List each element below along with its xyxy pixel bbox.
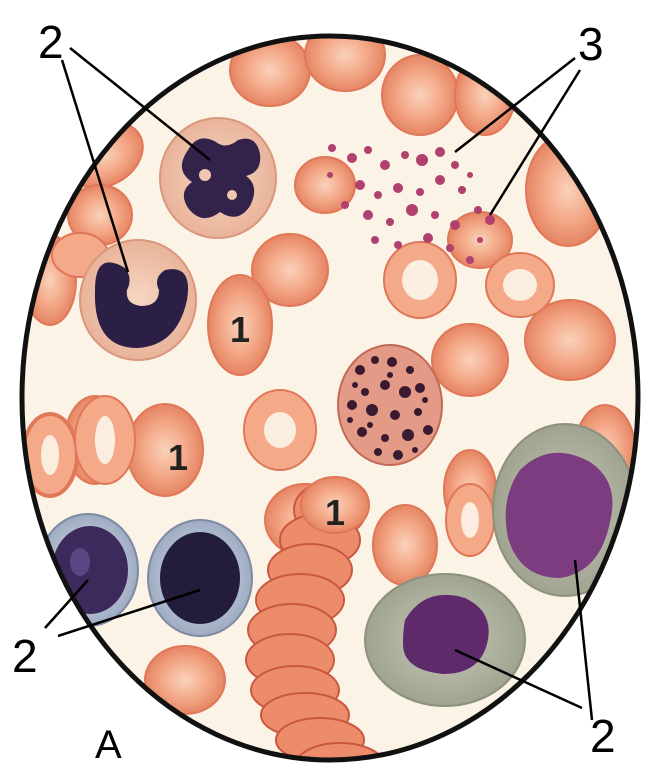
- lymphocyte-left: [38, 514, 138, 626]
- monocyte-upper: [493, 424, 637, 596]
- neutrophil-band: [80, 240, 196, 360]
- label-2-bottom-right: 2: [590, 710, 616, 762]
- label-2-bottom-left: 2: [12, 630, 38, 682]
- label-1-erythrocyte-a: 1: [230, 309, 250, 350]
- label-2-top: 2: [38, 16, 64, 68]
- monocyte-lower: [365, 574, 525, 706]
- panel-label: А: [95, 723, 122, 767]
- label-1-erythrocyte-b: 1: [168, 437, 188, 478]
- label-1-erythrocyte-c: 1: [325, 492, 345, 533]
- lymphocyte-right: [148, 520, 252, 636]
- neutrophil-segmented: [160, 118, 276, 238]
- label-3-top: 3: [578, 18, 604, 70]
- granulocyte-granular: [338, 345, 442, 465]
